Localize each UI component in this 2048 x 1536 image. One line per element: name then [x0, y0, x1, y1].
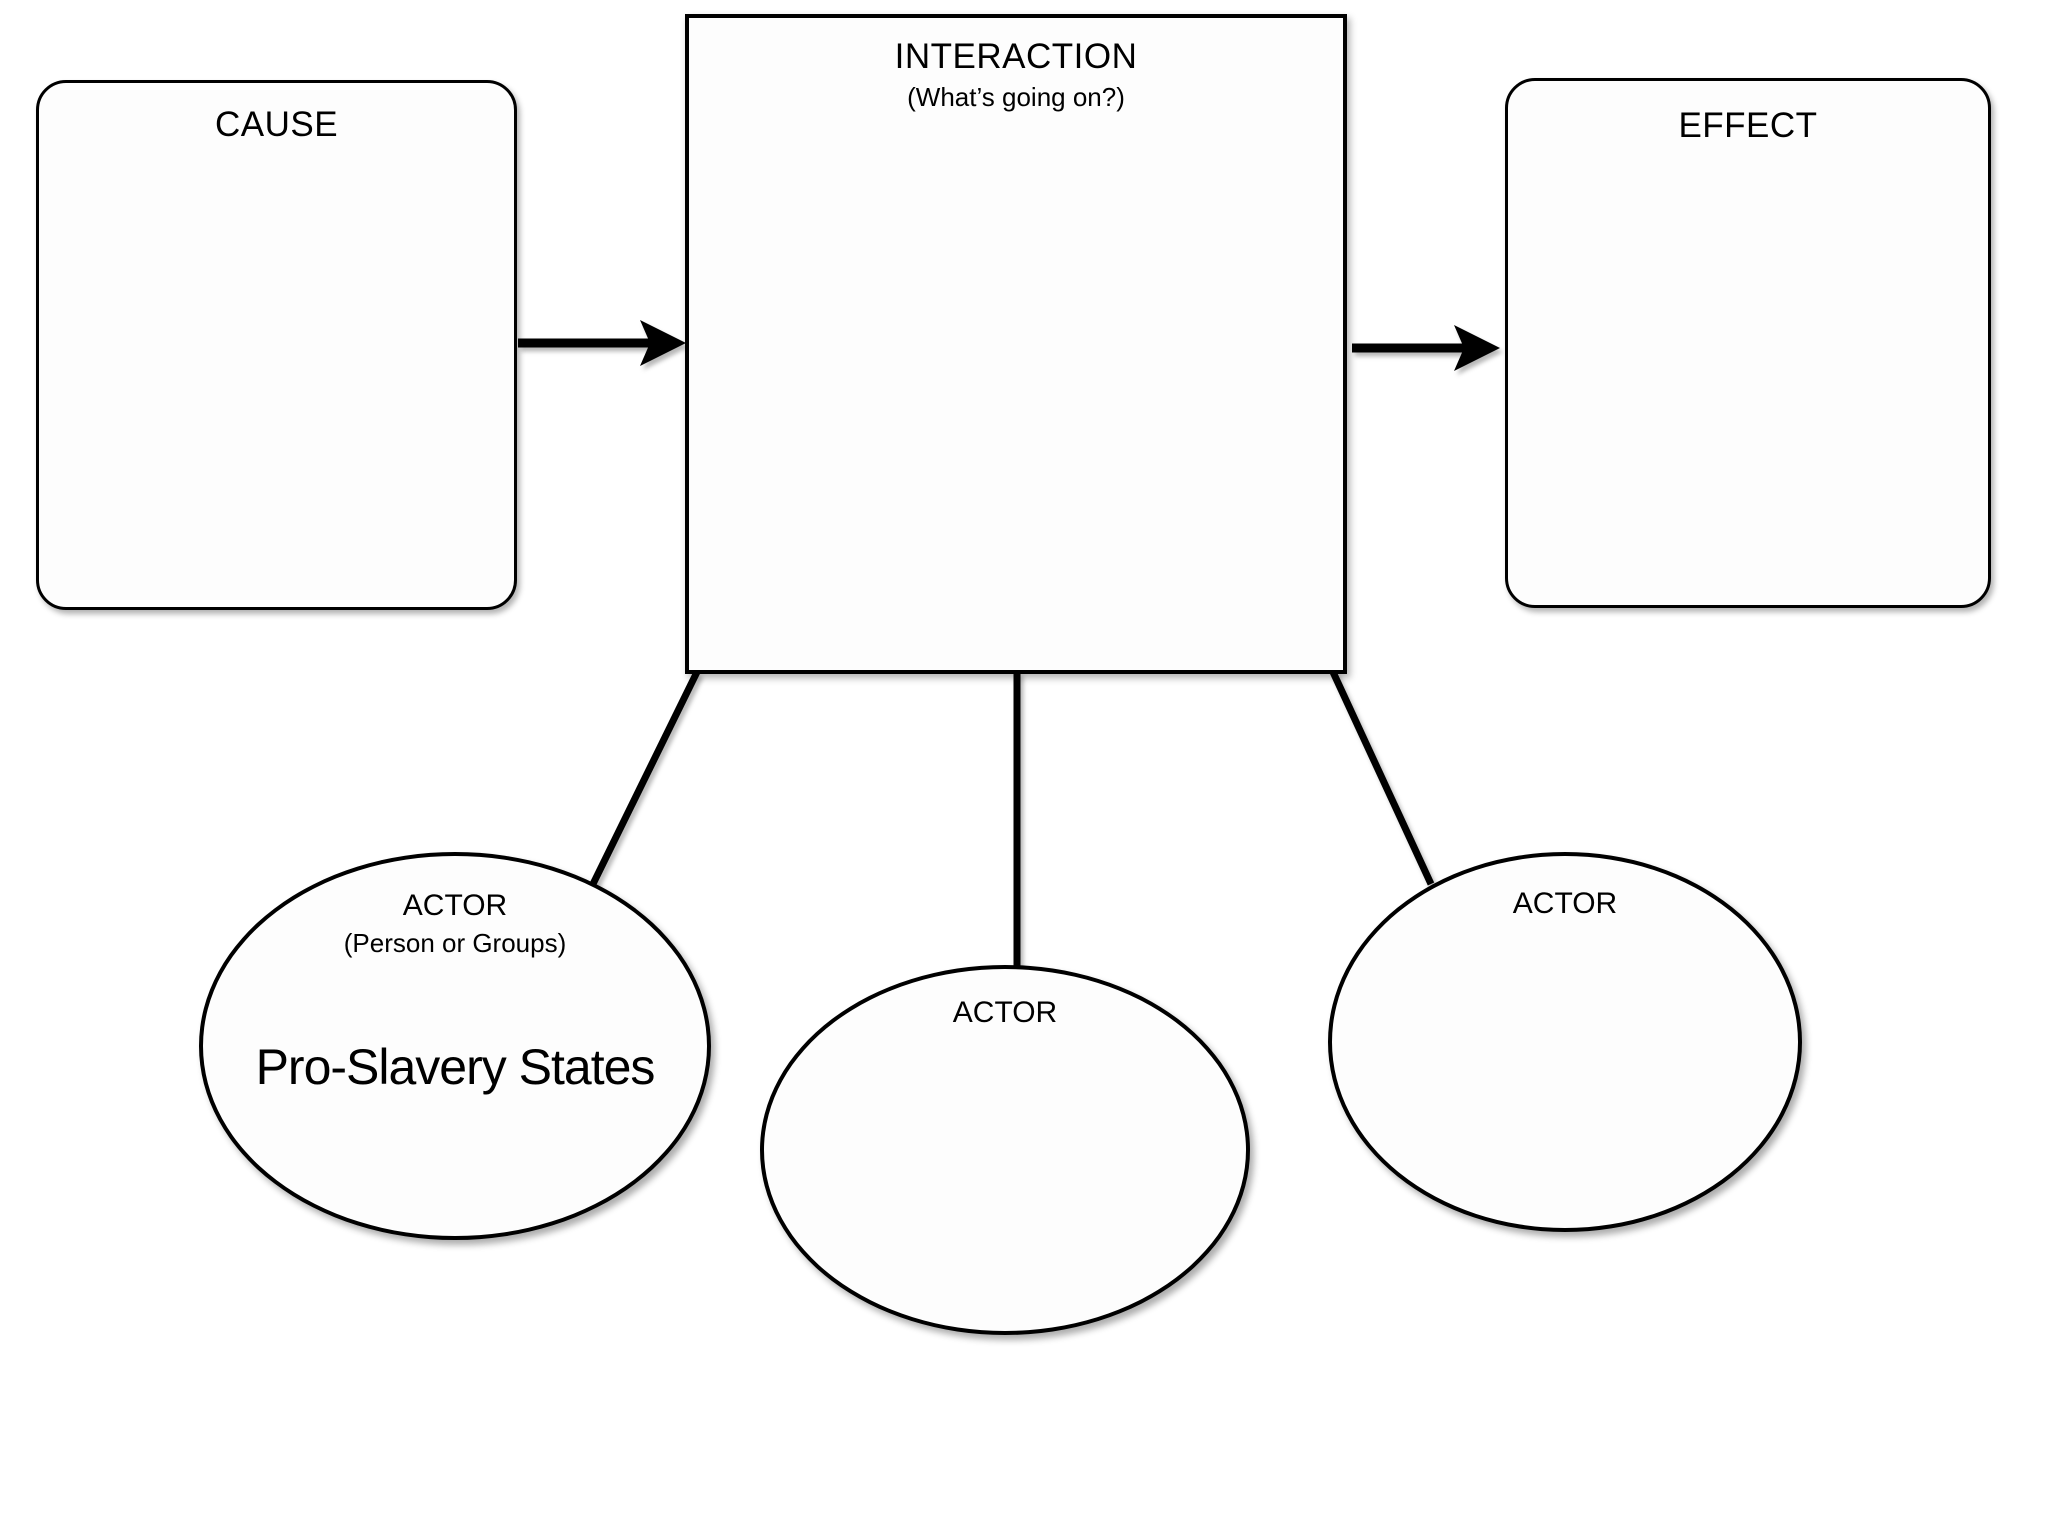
actor-ellipse-right[interactable]: ACTOR — [1328, 852, 1802, 1232]
arrow-interaction-to-effect — [1352, 325, 1500, 371]
connector-to-actor-right — [1329, 670, 1435, 886]
actor-ellipse-middle[interactable]: ACTOR — [760, 965, 1250, 1335]
actor-left-entry: Pro-Slavery States — [255, 1039, 656, 1096]
actor-left-subtitle: (Person or Groups) — [343, 928, 567, 958]
cause-box[interactable]: CAUSE — [36, 80, 517, 610]
actor-ellipse-left[interactable]: ACTOR (Person or Groups) Pro-Slavery Sta… — [199, 852, 711, 1240]
actor-left-title: ACTOR — [402, 889, 508, 922]
arrow-cause-to-interaction — [518, 320, 686, 366]
interaction-title: INTERACTION — [894, 37, 1138, 76]
effect-box[interactable]: EFFECT — [1505, 78, 1991, 608]
interaction-box[interactable]: INTERACTION (What’s going on?) — [685, 14, 1347, 674]
cause-title: CAUSE — [214, 105, 339, 144]
connector-to-actor-left — [589, 670, 701, 886]
actor-right-title: ACTOR — [1512, 887, 1618, 920]
interaction-subtitle: (What’s going on?) — [907, 82, 1125, 112]
actor-middle-title: ACTOR — [952, 996, 1058, 1029]
effect-title: EFFECT — [1678, 106, 1818, 145]
